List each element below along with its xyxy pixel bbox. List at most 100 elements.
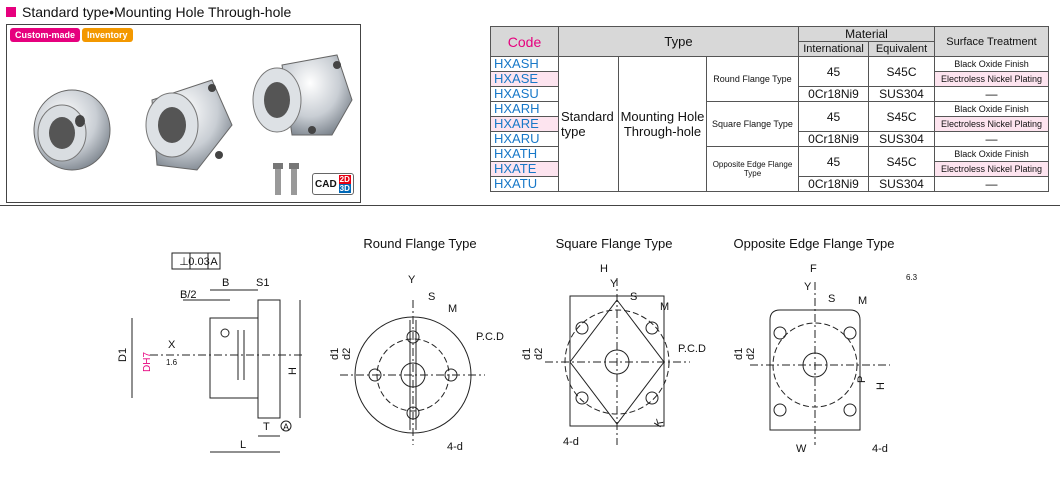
spec-table: Code Type Material Surface Treatment Int…	[490, 26, 1049, 192]
material-cell: 45	[798, 56, 869, 87]
m-label: M	[660, 301, 669, 313]
product-photo-illustration	[33, 54, 353, 195]
k-label: K	[652, 417, 666, 430]
code-cell[interactable]: HXARE	[490, 116, 559, 132]
type-mounting-cell: Mounting Hole Through-hole	[618, 56, 707, 192]
equivalent-cell: SUS304	[868, 131, 935, 147]
type-standard-cell: Standard type	[558, 56, 619, 192]
code-cell[interactable]: HXASH	[490, 56, 559, 72]
round-flange-photo	[33, 89, 111, 171]
s-label: S	[630, 291, 637, 303]
equivalent-cell: S45C	[868, 146, 935, 177]
surface-cell: —	[934, 176, 1049, 192]
surface-cell: —	[934, 86, 1049, 102]
code-cell[interactable]: HXATU	[490, 176, 559, 192]
equivalent-cell: SUS304	[868, 176, 935, 192]
y-label: Y	[804, 281, 812, 293]
h-label: H	[600, 263, 608, 275]
roughness-16: 1.6	[166, 358, 178, 367]
h-label: H	[287, 367, 299, 375]
cad-badge[interactable]: CAD 2D 3D	[312, 173, 354, 195]
material-cell: 0Cr18Ni9	[798, 131, 869, 147]
opposite-edge-flange-photo	[252, 54, 353, 136]
y-label: Y	[610, 278, 618, 290]
material-cell: 0Cr18Ni9	[798, 176, 869, 192]
equivalent-cell: S45C	[868, 101, 935, 132]
round-flange-drawing: Y S M P.C.D d1 d2 4-d	[329, 274, 504, 453]
product-photo: Custom-made Inventory	[6, 24, 361, 203]
datum-a-label: A	[283, 422, 289, 432]
section-title: Standard type•Mounting Hole Through-hole	[22, 4, 292, 20]
p-label: P	[856, 376, 868, 383]
d2-small: d2	[533, 348, 545, 360]
code-cell[interactable]: HXARH	[490, 101, 559, 117]
dh7-label: DH7	[142, 352, 153, 372]
s1-label: S1	[256, 277, 269, 289]
code-cell[interactable]: HXATH	[490, 146, 559, 162]
t-label: T	[263, 421, 270, 433]
section-marker-icon	[6, 7, 16, 17]
surface-cell: Electroless Nickel Plating	[934, 161, 1049, 177]
code-cell[interactable]: HXARU	[490, 131, 559, 147]
opposite-edge-flange-drawing: F Y S M P H W 4-d d1 d2 6.3	[733, 263, 918, 455]
b2-label: B/2	[180, 289, 197, 301]
square-title: Square Flange Type	[556, 236, 673, 251]
equivalent-header: Equivalent	[868, 41, 935, 57]
s-label: S	[428, 291, 435, 303]
flange-type-cell: Opposite Edge Flange Type	[706, 146, 799, 192]
d2-small: d2	[745, 348, 757, 360]
pcd-label: P.C.D	[678, 343, 706, 355]
surface-cell: Electroless Nickel Plating	[934, 116, 1049, 132]
tolerance-value: 0.03	[188, 256, 209, 268]
w-label: W	[796, 443, 807, 455]
code-header: Code	[490, 26, 559, 57]
surface-cell: Black Oxide Finish	[934, 101, 1049, 117]
square-flange-photo	[145, 79, 233, 171]
type-header: Type	[558, 26, 799, 57]
y-label: Y	[408, 274, 416, 286]
custom-made-tag: Custom-made	[10, 28, 81, 42]
inventory-tag: Inventory	[82, 28, 133, 42]
4d-label: 4-d	[872, 443, 888, 455]
d1-small: d1	[521, 348, 533, 360]
material-header: Material	[798, 26, 935, 42]
screws-photo	[273, 163, 299, 195]
m-label: M	[448, 303, 457, 315]
surface-header: Surface Treatment	[934, 26, 1049, 57]
d1-label: D1	[117, 348, 129, 362]
m-label: M	[858, 295, 867, 307]
material-cell: 0Cr18Ni9	[798, 86, 869, 102]
surface-cell: Black Oxide Finish	[934, 56, 1049, 72]
f-label: F	[810, 263, 817, 275]
b-label: B	[222, 277, 229, 289]
equivalent-cell: S45C	[868, 56, 935, 87]
flange-type-cell: Round Flange Type	[706, 56, 799, 102]
roughness-mark: 6.3	[906, 273, 918, 282]
s-label: S	[828, 293, 835, 305]
round-title: Round Flange Type	[363, 236, 476, 251]
pcd-label: P.C.D	[476, 331, 504, 343]
svg-text:⊥: ⊥	[179, 256, 189, 268]
d2-small: d2	[341, 348, 353, 360]
cad-2d: 2D	[338, 175, 351, 184]
opposite-title: Opposite Edge Flange Type	[734, 236, 895, 251]
equivalent-cell: SUS304	[868, 86, 935, 102]
cad-3d: 3D	[338, 184, 351, 193]
code-cell[interactable]: HXASE	[490, 71, 559, 87]
x-label: X	[168, 339, 176, 351]
4d-label: 4-d	[447, 441, 463, 453]
surface-cell: —	[934, 131, 1049, 147]
d1-small: d1	[329, 348, 341, 360]
material-cell: 45	[798, 146, 869, 177]
datum-label: A	[210, 256, 218, 268]
surface-cell: Black Oxide Finish	[934, 146, 1049, 162]
flange-type-cell: Square Flange Type	[706, 101, 799, 147]
l-label: L	[240, 439, 246, 451]
h-label: H	[875, 382, 887, 390]
d1-small: d1	[733, 348, 745, 360]
code-cell[interactable]: HXASU	[490, 86, 559, 102]
code-cell[interactable]: HXATE	[490, 161, 559, 177]
tag-group: Custom-made Inventory	[10, 28, 133, 42]
material-cell: 45	[798, 101, 869, 132]
section-header: Standard type•Mounting Hole Through-hole	[6, 4, 291, 20]
